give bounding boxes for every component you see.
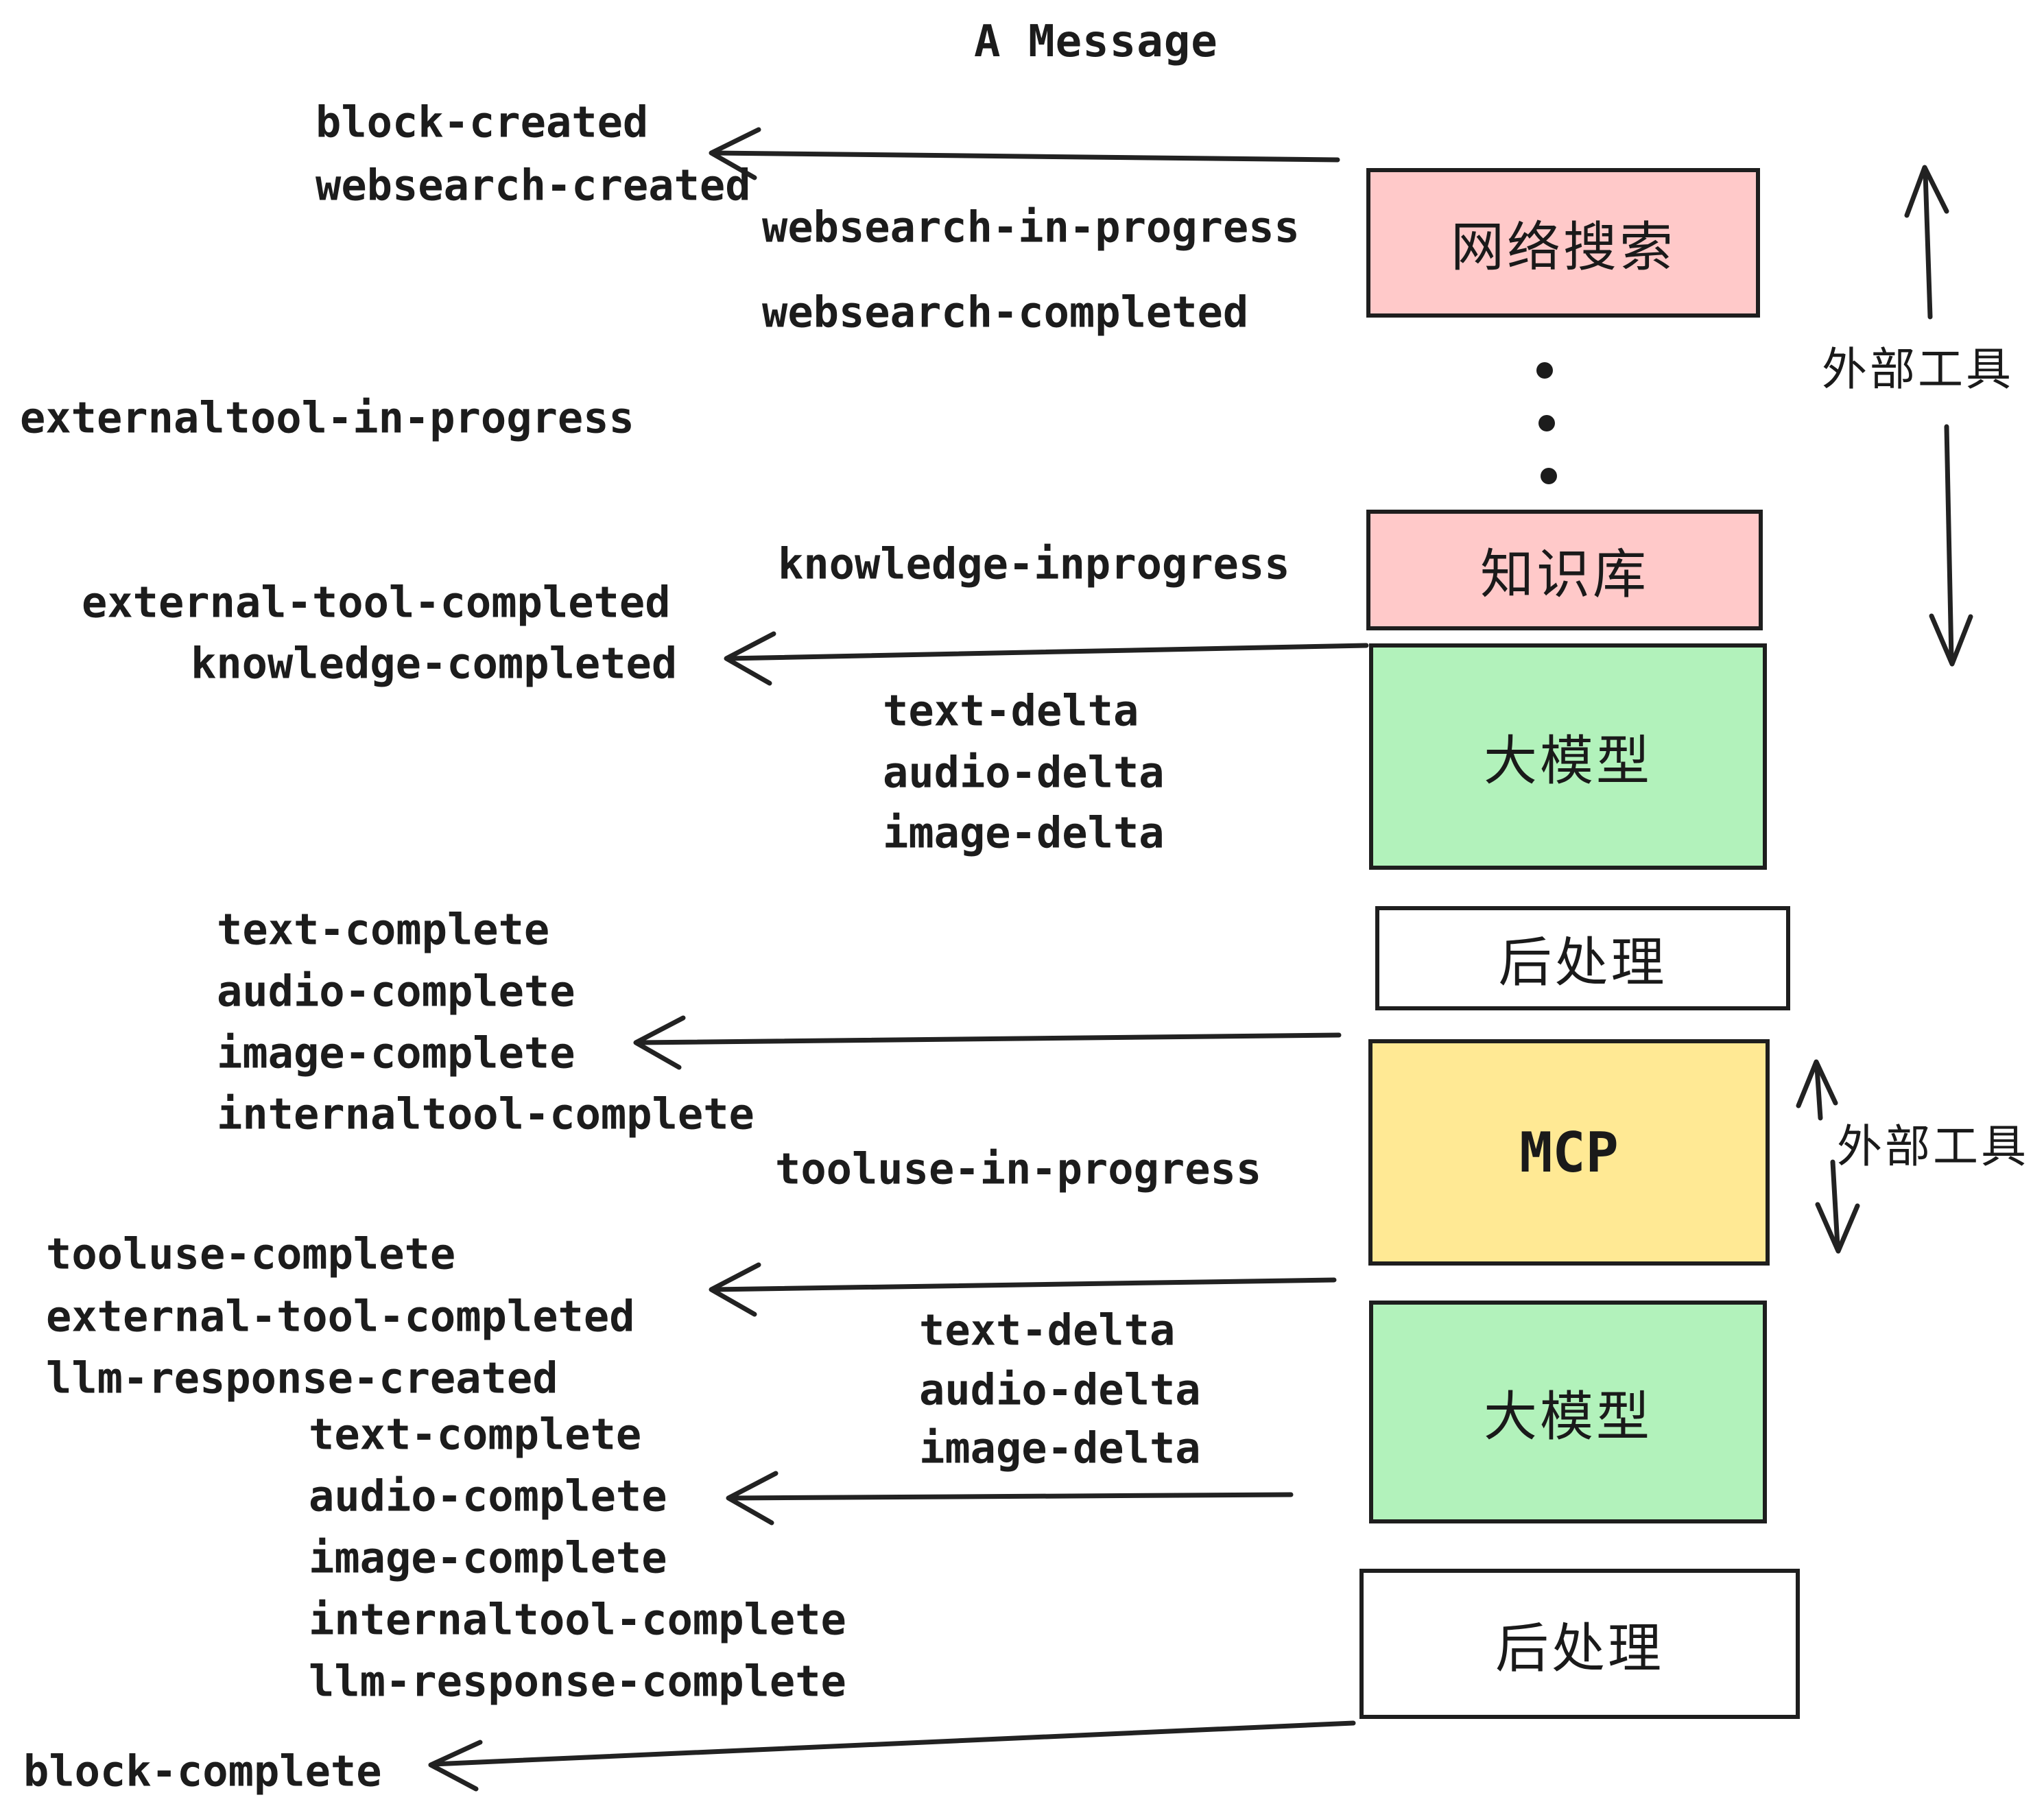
arrow-to-block-complete	[428, 1720, 1356, 1792]
node-box-websearch: 网络搜索	[1366, 168, 1760, 318]
event-label-externaltool-in-progress-4: externaltool-in-progress	[20, 392, 634, 443]
event-label-tooluse-complete-16: tooluse-complete	[46, 1229, 456, 1279]
ellipsis-dots-icon	[1536, 362, 1557, 484]
arrow-to-knowledge-completed	[724, 631, 1369, 686]
event-label-llm-response-complete-26: llm-response-complete	[309, 1656, 846, 1707]
event-label-knowledge-inprogress-5: knowledge-inprogress	[778, 538, 1290, 589]
event-label-block-created-0: block-created	[316, 97, 649, 147]
event-label-text-complete-11: text-complete	[217, 904, 550, 955]
node-label-llm-2: 大模型	[1483, 1386, 1652, 1447]
event-label-image-delta-10: image-delta	[883, 807, 1165, 858]
node-label-llm-1: 大模型	[1483, 731, 1652, 791]
event-label-internaltool-complete-14: internaltool-complete	[217, 1089, 754, 1139]
event-label-llm-response-created-18: llm-response-created	[46, 1353, 558, 1403]
event-label-tooluse-in-progress-15: tooluse-in-progress	[775, 1143, 1262, 1194]
event-label-image-complete-13: image-complete	[217, 1028, 575, 1078]
arrow-to-websearch-created	[709, 127, 1340, 180]
node-box-post-2: 后处理	[1359, 1569, 1800, 1719]
node-label-post-1: 后处理	[1498, 932, 1667, 993]
event-label-audio-complete-12: audio-complete	[217, 966, 575, 1017]
event-label-external-tool-completed-6: external-tool-completed	[82, 577, 671, 628]
event-label-websearch-completed-3: websearch-completed	[762, 287, 1249, 337]
node-box-llm-1: 大模型	[1369, 643, 1767, 870]
node-label-post-2: 后处理	[1495, 1617, 1664, 1678]
event-label-knowledge-completed-7: knowledge-completed	[191, 638, 678, 689]
event-label-text-delta-19: text-delta	[919, 1305, 1176, 1355]
arrow-to-image-complete	[633, 1015, 1342, 1070]
node-label-websearch: 网络搜索	[1450, 217, 1676, 277]
node-box-post-1: 后处理	[1375, 906, 1790, 1010]
page-title: A Message	[974, 16, 1218, 67]
event-label-external-tool-completed-17: external-tool-completed	[46, 1291, 635, 1342]
event-label-image-complete-24: image-complete	[309, 1532, 667, 1583]
node-box-llm-2: 大模型	[1369, 1301, 1767, 1523]
event-label-internaltool-complete-25: internaltool-complete	[309, 1594, 846, 1645]
external-tools-arrow-up-1	[1904, 165, 1949, 320]
node-box-knowledge: 知识库	[1366, 510, 1763, 630]
event-label-websearch-in-progress-2: websearch-in-progress	[762, 202, 1300, 252]
event-label-text-delta-8: text-delta	[883, 685, 1139, 736]
node-box-mcp: MCP	[1368, 1039, 1770, 1266]
external-tools-arrow-up-2	[1796, 1059, 1838, 1121]
side-label-external-tools-2: 外部工具	[1837, 1121, 2029, 1172]
node-label-mcp: MCP	[1519, 1120, 1619, 1185]
event-label-audio-delta-9: audio-delta	[883, 747, 1165, 798]
side-label-external-tools-1: 外部工具	[1822, 344, 2014, 394]
arrow-to-audio-complete	[726, 1471, 1294, 1526]
external-tools-arrow-down-1	[1929, 424, 1973, 667]
event-label-image-delta-21: image-delta	[919, 1423, 1201, 1473]
event-label-audio-complete-23: audio-complete	[309, 1471, 667, 1521]
event-label-websearch-created-1: websearch-created	[316, 160, 751, 211]
event-label-audio-delta-20: audio-delta	[919, 1364, 1201, 1415]
event-label-text-complete-22: text-complete	[309, 1409, 642, 1460]
event-label-block-complete-27: block-complete	[23, 1746, 382, 1796]
node-label-knowledge: 知识库	[1479, 544, 1649, 604]
